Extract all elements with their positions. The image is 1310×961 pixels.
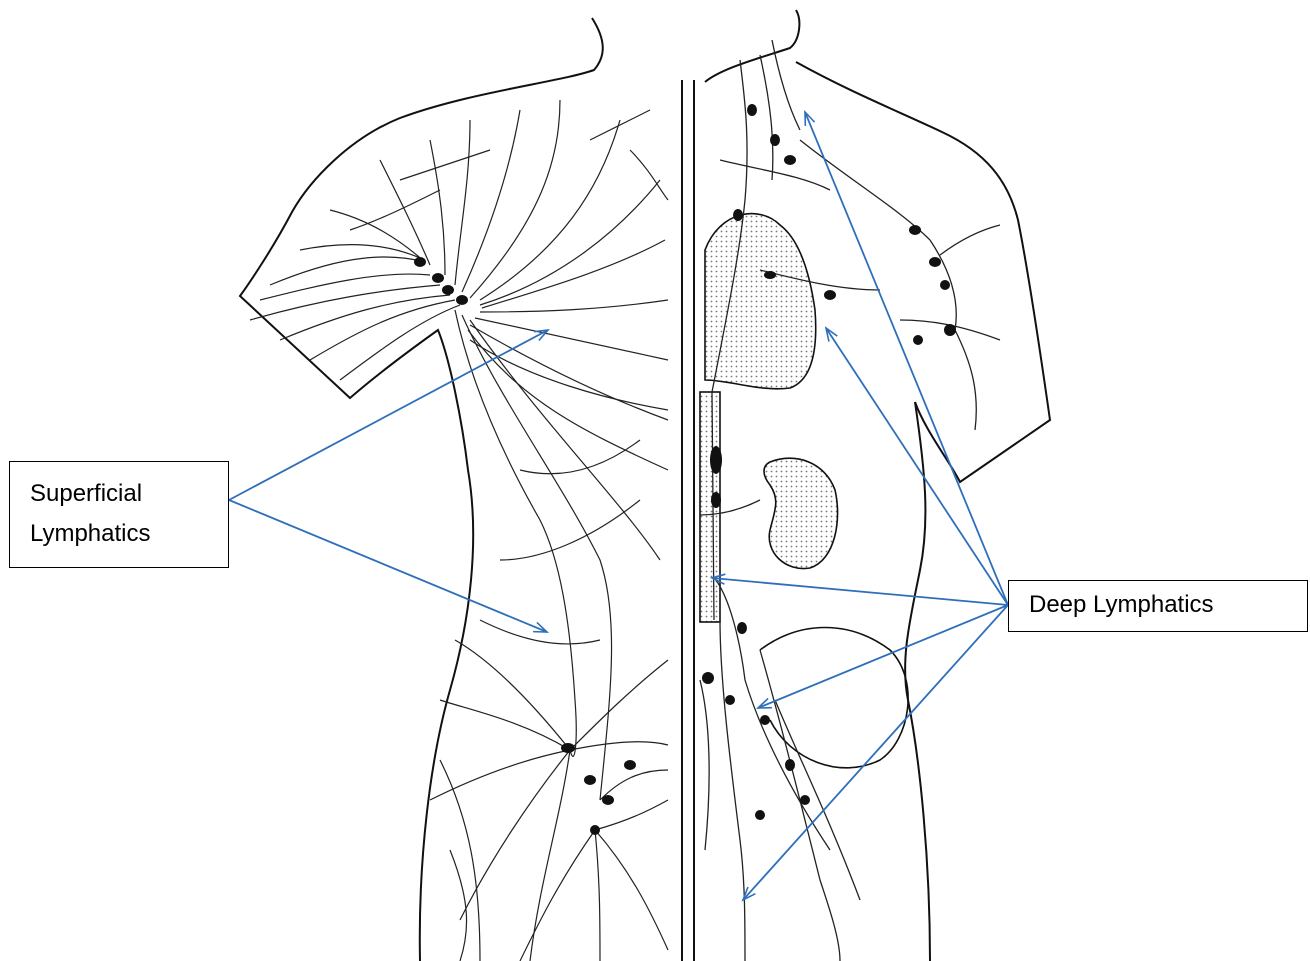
deep-arrow-groin [743,605,1008,900]
lymph-node-icon [824,290,836,300]
lymph-node-icon [584,775,596,785]
deep-arrow-abdomen [712,578,1008,605]
deep-nodes [702,104,956,820]
lymph-node-icon [755,810,765,820]
lymph-node-icon [725,695,735,705]
deep-lymphatics-label: Deep Lymphatics [1008,580,1308,632]
lymph-node-icon [590,825,600,835]
lymph-node-icon [456,295,468,305]
lymph-node-icon [770,134,780,146]
superficial-arrow-upper [229,330,548,500]
deep-arrow-pelvis [758,605,1008,708]
deep-vessels [700,40,1000,961]
superficial-arrows [229,330,548,632]
superficial-vessels [250,100,668,961]
superficial-label-line2: Lymphatics [30,514,228,554]
lymph-node-icon [944,324,956,336]
lymph-node-icon [929,257,941,267]
superficial-nodes [414,257,636,835]
lymph-node-icon [711,492,721,508]
heart [705,214,816,389]
superficial-lymphatics-label: Superficial Lymphatics [9,461,229,568]
lymph-node-icon [442,285,454,295]
deep-organs [700,214,908,768]
lymph-node-icon [414,257,426,267]
lymph-node-icon [785,759,795,771]
lymph-node-icon [913,335,923,345]
lymph-node-icon [624,760,636,770]
lymph-node-icon [702,672,714,684]
kidney [764,458,838,568]
deep-arrow-axilla [826,328,1008,605]
lymph-node-icon [737,622,747,634]
superficial-label-line1: Superficial [30,474,228,514]
lymph-node-icon [760,715,770,725]
lymph-node-icon [800,795,810,805]
deep-label-text: Deep Lymphatics [1029,585,1307,625]
lymph-node-icon [710,446,722,474]
lymph-node-icon [909,225,921,235]
lymph-node-icon [561,743,575,753]
lymph-node-icon [432,273,444,283]
lymph-node-icon [747,104,757,116]
lymph-node-icon [602,795,614,805]
lymph-node-icon [733,209,743,221]
lymph-node-icon [940,280,950,290]
lymph-node-icon [764,271,776,279]
superficial-arrow-lower [229,500,547,632]
lymph-node-icon [784,155,796,165]
